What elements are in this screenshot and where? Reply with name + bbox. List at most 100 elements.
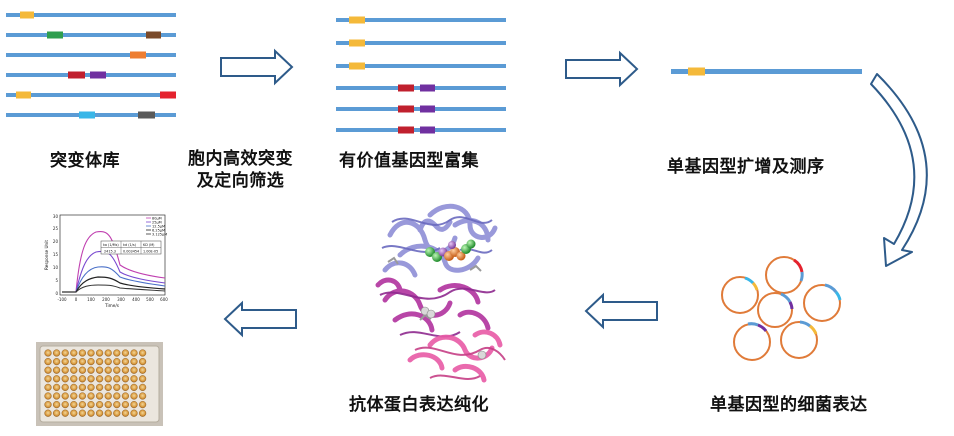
legend-item: 3.125μM xyxy=(152,233,167,237)
x-tick: 400 xyxy=(132,297,140,302)
spr-curve-6uM xyxy=(62,276,166,293)
y-tick: 5 xyxy=(55,278,58,283)
plate-well xyxy=(121,409,130,417)
plate-well xyxy=(61,358,69,366)
spr-curve-12uM xyxy=(62,266,166,293)
x-tick: 100 xyxy=(87,297,95,302)
spr-legend: 80μM 25μM 12.5μM 6.25μM 3.125μM xyxy=(146,217,167,237)
plate-well xyxy=(44,392,52,400)
plate-well xyxy=(78,392,87,400)
dna-strand xyxy=(336,16,506,24)
legend-item: 80μM xyxy=(152,217,162,221)
plate-well xyxy=(78,409,87,417)
plate-well xyxy=(95,401,104,409)
dna-strand xyxy=(6,111,176,119)
label-protein-purification: 抗体蛋白表达纯化 xyxy=(349,395,489,415)
plate-well xyxy=(70,383,78,392)
plate-well xyxy=(104,409,112,417)
plate-well xyxy=(61,392,69,400)
y-tick: 30 xyxy=(53,214,59,219)
plate-well xyxy=(121,349,130,357)
plate-well xyxy=(139,392,147,400)
plate-well xyxy=(78,366,87,374)
x-tick: 300 xyxy=(117,297,125,302)
plate-well xyxy=(52,401,61,409)
plasmid-icon xyxy=(765,256,804,294)
plate-well xyxy=(130,401,138,409)
plate-well xyxy=(78,375,87,383)
x-tick: 200 xyxy=(102,297,110,302)
y-tick: 10 xyxy=(53,265,59,270)
plate-well xyxy=(130,392,138,400)
plate-well xyxy=(52,383,61,392)
spr-y-ticks: 0 5 10 15 20 25 30 xyxy=(53,214,59,296)
plasmid-icon xyxy=(757,292,794,328)
plasmid-icon xyxy=(803,283,842,322)
spr-table-value: 0.003454 xyxy=(123,250,139,254)
plasmid-icon xyxy=(733,322,771,361)
plate-well xyxy=(61,375,69,383)
plate-well xyxy=(104,392,112,400)
spr-table-value: 1.00E-05 xyxy=(143,250,158,254)
plate-well xyxy=(104,401,112,409)
plate-well xyxy=(121,366,130,374)
label-intracellular-mutation-line1: 胞内高效突变 xyxy=(188,149,293,169)
plate-well xyxy=(121,358,130,366)
dna-strand xyxy=(6,31,176,39)
mutant-library-strands xyxy=(6,11,176,119)
dna-strand xyxy=(6,11,176,19)
well-plate-photo xyxy=(36,342,163,426)
plate-well xyxy=(113,349,121,357)
y-tick: 0 xyxy=(55,291,58,296)
label-mutant-library: 突变体库 xyxy=(50,151,120,171)
spr-table-value: 2415.3 xyxy=(104,250,116,254)
dna-strand xyxy=(336,39,506,47)
label-intracellular-mutation-line2: 及定向筛选 xyxy=(196,171,285,191)
plate-well xyxy=(104,375,112,383)
label-bacterial-expression: 单基因型的细菌表达 xyxy=(710,395,868,415)
dna-strand xyxy=(336,62,506,70)
plate-well xyxy=(121,375,130,383)
antibody-protein-structure xyxy=(375,203,506,383)
plate-well xyxy=(113,401,121,409)
plate-well xyxy=(44,349,52,357)
spr-x-ticks: -100 0 100 200 300 400 500 600 xyxy=(57,297,168,302)
plate-well xyxy=(139,349,147,357)
plate-well xyxy=(61,349,69,357)
plate-well xyxy=(113,409,121,417)
plate-well xyxy=(139,401,147,409)
plate-well xyxy=(78,358,87,366)
plate-well xyxy=(70,375,78,383)
plate-well xyxy=(130,358,138,366)
plate-well xyxy=(70,409,78,417)
plate-well xyxy=(139,383,147,392)
plate-well xyxy=(113,392,121,400)
x-tick: 600 xyxy=(160,297,168,302)
legend-item: 25μM xyxy=(152,221,162,225)
plate-well xyxy=(121,401,130,409)
dna-strand xyxy=(336,84,506,92)
plate-well xyxy=(113,358,121,366)
y-tick: 25 xyxy=(53,226,59,231)
plate-well xyxy=(139,409,147,417)
plate-well xyxy=(104,383,112,392)
enriched-strands xyxy=(336,16,506,134)
plate-well xyxy=(44,383,52,392)
plasmid-icon xyxy=(721,276,759,314)
legend-item: 12.5μM xyxy=(152,225,165,229)
plate-well xyxy=(87,383,95,392)
plate-well xyxy=(104,366,112,374)
plate-well xyxy=(61,409,69,417)
plate-well xyxy=(52,358,61,366)
plate-well xyxy=(70,349,78,357)
y-tick: 15 xyxy=(53,252,59,257)
spr-curve-3uM xyxy=(62,284,166,293)
plate-well xyxy=(95,358,104,366)
plate-well xyxy=(87,349,95,357)
plate-well xyxy=(44,409,52,417)
arrow-left-icon xyxy=(223,300,297,338)
spr-y-label: Response Unit xyxy=(44,240,49,270)
dna-strand xyxy=(6,51,176,59)
well-grid xyxy=(44,349,147,417)
